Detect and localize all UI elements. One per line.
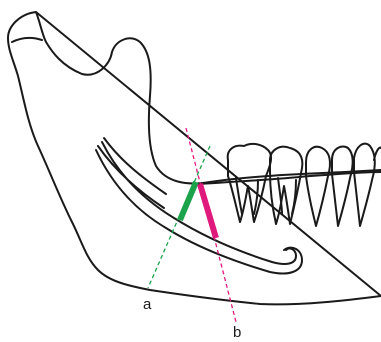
teeth-row [228, 144, 381, 226]
mandibular-canal-lower [96, 150, 302, 274]
mandible-outline [8, 12, 381, 304]
canal-lower-left [98, 146, 164, 208]
molar-1 [228, 144, 271, 222]
mandible-inner-contour [12, 38, 42, 42]
alveolar-crest [198, 172, 381, 184]
measurement-segment-a [180, 182, 196, 220]
premolar-1 [306, 147, 330, 226]
premolar-2 [332, 147, 353, 227]
label-b: b [233, 325, 241, 340]
canine [354, 144, 375, 226]
molar-2 [270, 147, 302, 224]
measurement-segment-b [200, 184, 216, 238]
incisor [374, 148, 381, 161]
label-a: a [143, 297, 151, 312]
